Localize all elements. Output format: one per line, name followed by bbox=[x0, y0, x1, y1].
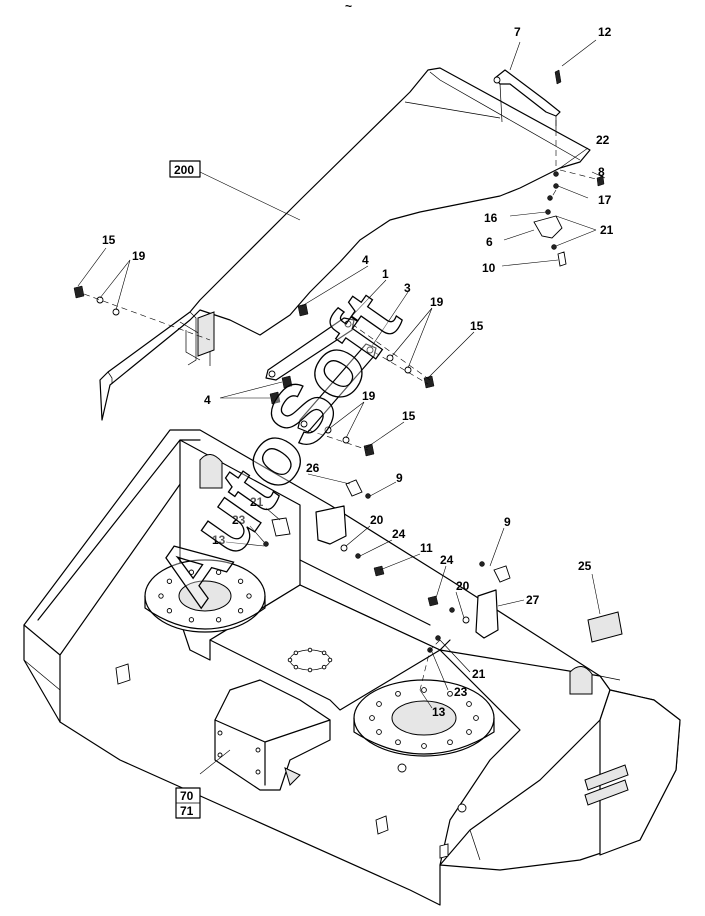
callout-c25: 25 bbox=[578, 559, 592, 573]
callout-c21b: 21 bbox=[250, 495, 264, 509]
callout-c4a: 4 bbox=[362, 253, 369, 267]
left-holes-hole bbox=[188, 569, 195, 575]
callout-c16: 16 bbox=[484, 211, 498, 225]
center-holes-hole bbox=[307, 667, 313, 673]
callout-c27: 27 bbox=[526, 593, 540, 607]
callout-c23a: 23 bbox=[232, 513, 246, 527]
callout-c4b: 4 bbox=[204, 393, 211, 407]
label-71: 71 bbox=[180, 804, 194, 818]
left-holes-hole bbox=[215, 569, 222, 575]
reference-box-200: 200 bbox=[169, 160, 201, 178]
left-holes-hole bbox=[237, 608, 244, 614]
right-holes-hole bbox=[447, 739, 453, 746]
callout-c23b: 23 bbox=[454, 685, 468, 699]
right-holes-hole bbox=[369, 715, 375, 721]
callout-c19b: 19 bbox=[430, 295, 444, 309]
callout-c21c: 21 bbox=[472, 667, 486, 681]
callout-c3: 3 bbox=[404, 281, 411, 295]
right-holes-hole bbox=[376, 729, 382, 735]
callout-leaders bbox=[77, 39, 606, 775]
callout-c19a: 19 bbox=[132, 249, 146, 263]
right-holes-hole bbox=[466, 729, 472, 735]
hardware bbox=[73, 69, 623, 691]
callout-c11: 11 bbox=[420, 541, 433, 555]
header-mark: ~ bbox=[345, 0, 352, 13]
center-holes-hole bbox=[287, 657, 293, 663]
right-holes-hole bbox=[473, 715, 479, 721]
center-holes-hole bbox=[321, 664, 327, 670]
center-holes-hole bbox=[293, 650, 299, 656]
callout-c17: 17 bbox=[598, 193, 612, 207]
left-holes-hole bbox=[158, 593, 164, 599]
deck-cover bbox=[99, 67, 591, 421]
right-holes-hole bbox=[447, 690, 453, 697]
callout-c20a: 20 bbox=[370, 513, 384, 527]
left-spindle-plate bbox=[144, 559, 266, 633]
callout-c15c: 15 bbox=[402, 409, 416, 423]
right-holes-hole bbox=[395, 690, 401, 697]
callout-c12: 12 bbox=[598, 25, 612, 39]
right-spindle-plate bbox=[353, 679, 495, 757]
reference-box-70-71: 70 71 bbox=[175, 787, 201, 819]
callout-c9a: 9 bbox=[396, 471, 403, 485]
mower-deck-base bbox=[23, 429, 681, 906]
left-holes-hole bbox=[246, 593, 252, 599]
left-holes-hole bbox=[215, 617, 222, 623]
right-holes-hole bbox=[395, 739, 401, 746]
center-holes-hole bbox=[307, 647, 313, 653]
right-holes-hole bbox=[421, 687, 427, 693]
callout-c13a: 13 bbox=[212, 533, 226, 547]
callout-c15b: 15 bbox=[470, 319, 484, 333]
callout-c13b: 13 bbox=[432, 705, 446, 719]
label-70: 70 bbox=[180, 789, 194, 803]
center-holes-hole bbox=[293, 664, 299, 670]
callout-c10: 10 bbox=[482, 261, 496, 275]
label-200: 200 bbox=[174, 163, 194, 177]
callout-c20b: 20 bbox=[456, 579, 470, 593]
callout-c7: 7 bbox=[514, 25, 521, 39]
left-holes-hole bbox=[166, 608, 173, 614]
callout-c1: 1 bbox=[382, 267, 389, 281]
callout-c21a: 21 bbox=[600, 223, 614, 237]
callout-c6: 6 bbox=[486, 235, 493, 249]
center-holes-hole bbox=[321, 650, 327, 656]
callout-c19c: 19 bbox=[362, 389, 376, 403]
callout-c26: 26 bbox=[306, 461, 320, 475]
callout-c9b: 9 bbox=[504, 515, 511, 529]
left-holes-hole bbox=[166, 578, 173, 584]
left-holes-hole bbox=[188, 617, 195, 623]
callout-c24a: 24 bbox=[392, 527, 406, 541]
center-holes-hole bbox=[327, 657, 333, 663]
callout-c8: 8 bbox=[598, 165, 605, 179]
left-holes-hole bbox=[237, 578, 244, 584]
right-holes-hole bbox=[421, 743, 427, 749]
center-bolt-pattern bbox=[287, 647, 333, 673]
right-holes-hole bbox=[376, 701, 382, 707]
right-holes-hole bbox=[466, 701, 472, 707]
callout-c24b: 24 bbox=[440, 553, 454, 567]
callout-c15a: 15 bbox=[102, 233, 116, 247]
callout-c22: 22 bbox=[596, 133, 610, 147]
